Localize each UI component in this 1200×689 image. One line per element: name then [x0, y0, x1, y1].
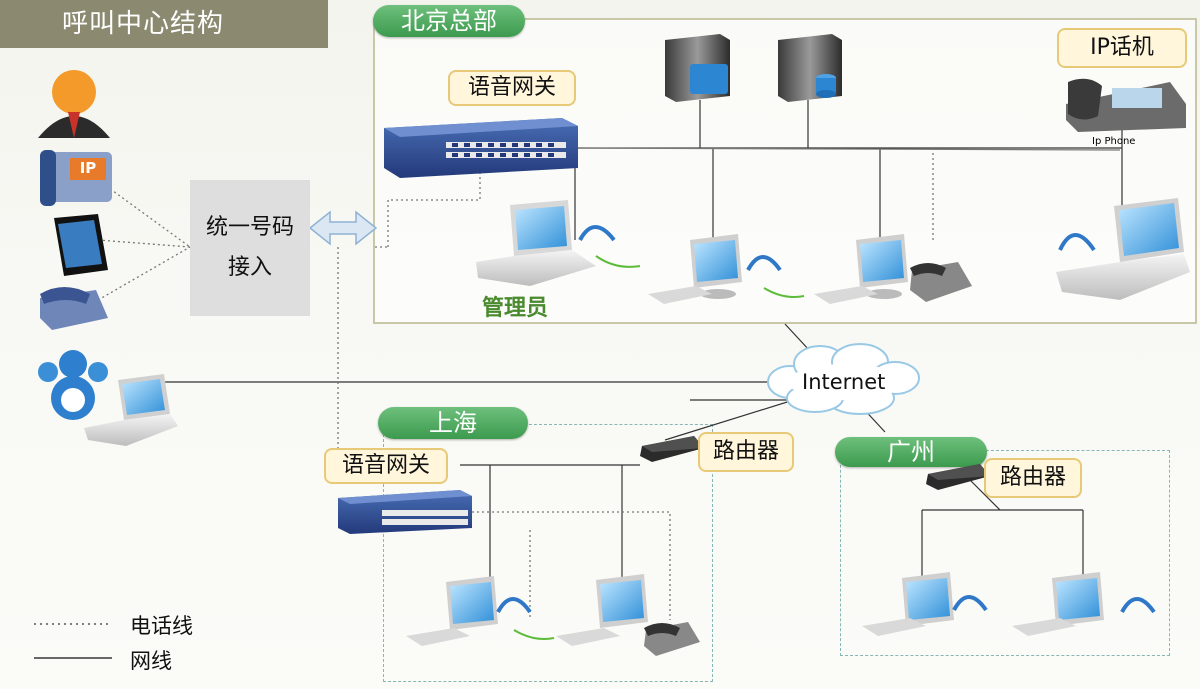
- desk-phone-icon: [644, 622, 700, 656]
- headset-icon: [496, 597, 555, 640]
- shanghai-region-tag: 上海: [378, 407, 528, 439]
- access-box-line1: 统一号码: [205, 215, 294, 240]
- guangzhou-region-tag: 广州: [835, 437, 987, 467]
- admin-label: 管理员: [482, 296, 549, 321]
- guangzhou-desktop-icon-2: [1012, 572, 1104, 636]
- headset-icon: [1120, 597, 1156, 614]
- beijing-gateway-callout: 语音网关: [448, 70, 576, 106]
- unified-number-access-box: 统一号码 接入: [190, 180, 310, 316]
- remote-agent-laptop-icon: [84, 374, 178, 446]
- internet-cloud-icon: [767, 343, 920, 415]
- headset-icon: [746, 255, 805, 298]
- shanghai-router-callout: 路由器: [698, 432, 794, 472]
- guangzhou-region-panel: [840, 450, 1170, 656]
- guangzhou-router-callout: 路由器: [984, 458, 1082, 498]
- smartphone-icon: [54, 214, 108, 276]
- ip-desk-phone-icon: [1066, 78, 1186, 132]
- beijing-voice-gateway-switch-icon: [384, 118, 578, 178]
- desk-phone-icon: [910, 262, 972, 302]
- legend-network-line-label: 网线: [130, 649, 172, 673]
- admin-laptop-icon: [476, 200, 596, 286]
- customer-service-icon: [38, 350, 108, 420]
- ip-phone-caption: Ip Phone: [1092, 136, 1135, 147]
- desktop-computer-icon-1: [648, 234, 742, 304]
- beijing-region-tag: 北京总部: [373, 5, 525, 37]
- supervisor-avatar-icon: [38, 70, 110, 138]
- internet-label: Internet: [802, 370, 886, 394]
- headset-icon: [1058, 233, 1096, 252]
- desk-telephone-icon: [40, 287, 108, 330]
- headset-icon: [578, 225, 641, 268]
- shanghai-gateway-callout: 语音网关: [324, 448, 448, 484]
- diagram-title: 呼叫中心结构: [0, 0, 328, 48]
- ip-badge: IP: [79, 159, 97, 177]
- shanghai-router-icon: [640, 436, 704, 462]
- guangzhou-desktop-icon-1: [862, 572, 954, 636]
- shanghai-desktop-icon-2: [556, 574, 648, 646]
- legend-phone-line-label: 电话线: [130, 614, 193, 638]
- headset-icon: [952, 595, 988, 612]
- double-arrow-icon: [308, 210, 378, 246]
- shanghai-desktop-icon-1: [406, 576, 498, 646]
- agent-laptop-icon: [1056, 198, 1190, 300]
- guangzhou-router-icon: [926, 464, 990, 490]
- network-lines: [150, 100, 1123, 585]
- ip-phone-icon: [40, 150, 112, 206]
- shanghai-region-panel: [383, 424, 713, 682]
- shanghai-voice-gateway-switch-icon: [338, 490, 472, 534]
- ip-phone-callout: IP话机: [1057, 28, 1187, 68]
- server-icon-2: [778, 34, 842, 102]
- phone-lines: [97, 147, 1121, 620]
- desktop-computer-icon-2: [814, 234, 908, 304]
- access-box-line2: 接入: [227, 255, 272, 280]
- server-icon-1: [665, 34, 730, 102]
